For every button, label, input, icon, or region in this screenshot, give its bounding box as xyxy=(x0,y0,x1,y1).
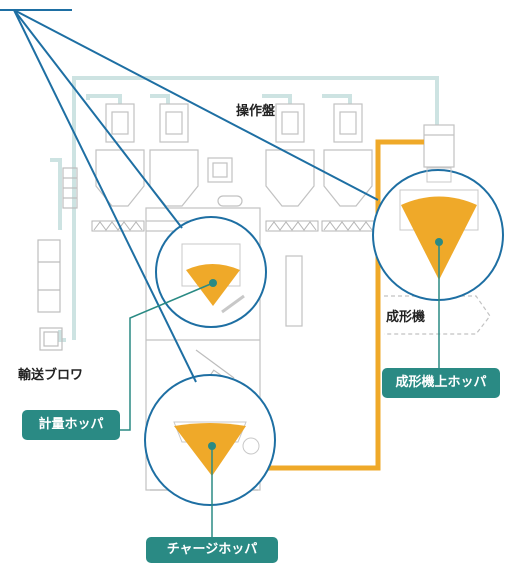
leader-lines-control xyxy=(0,9,379,383)
charge-hopper-detail xyxy=(173,421,260,476)
molding-hopper-tag: 成形機上ホッパ xyxy=(382,368,500,398)
weighing-hopper-tag: 計量ホッパ xyxy=(22,410,120,440)
molding-machine-unit xyxy=(384,124,491,335)
molding-machine-label: 成形機 xyxy=(386,310,426,325)
silos xyxy=(95,103,373,207)
blower-unit xyxy=(37,167,78,351)
orange-transport-pipe xyxy=(240,139,424,471)
charge-hopper-tag: チャージホッパ xyxy=(146,537,278,563)
transport-pipes xyxy=(50,76,439,342)
transport-blower-label: 輸送ブロワ xyxy=(18,368,84,383)
control-panel-label: 操作盤 xyxy=(236,104,276,119)
tag-connectors xyxy=(120,242,440,540)
feeders xyxy=(91,220,375,232)
